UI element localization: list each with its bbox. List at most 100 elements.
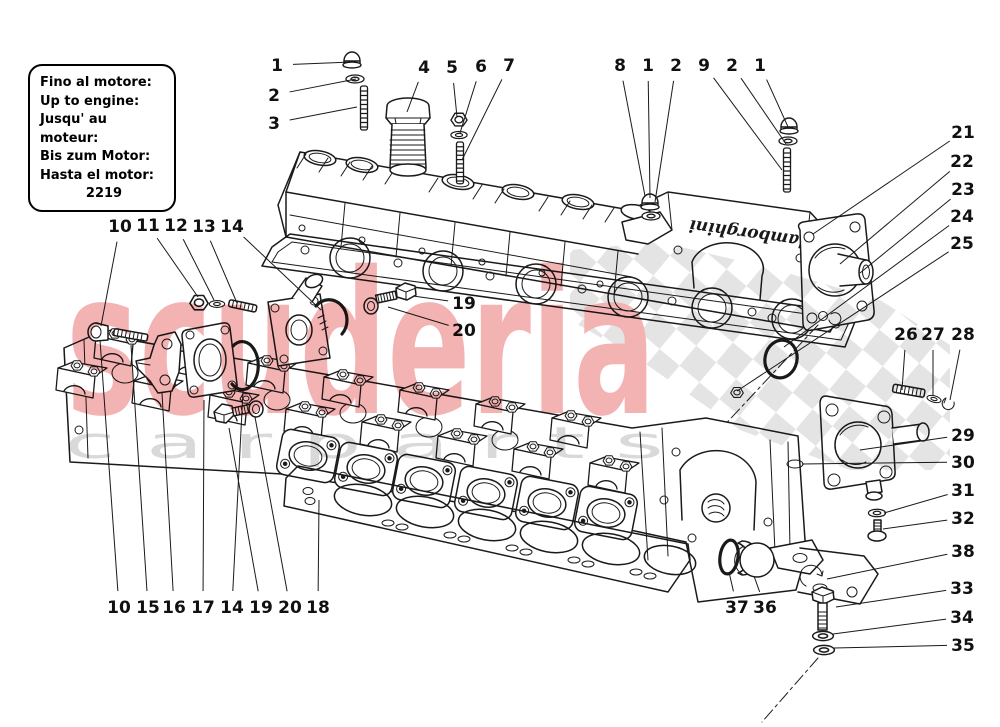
retaining-clip-38 bbox=[799, 564, 824, 587]
callout-3: 3 bbox=[268, 114, 280, 134]
callout-7: 7 bbox=[503, 56, 515, 76]
callout-19: 19 bbox=[249, 598, 273, 618]
callout-11: 11 bbox=[136, 216, 160, 236]
leader-line-6 bbox=[459, 81, 477, 134]
info-line-italian: Fino al motore: bbox=[40, 75, 152, 90]
callout-31: 31 bbox=[951, 481, 975, 501]
callout-24: 24 bbox=[950, 207, 974, 227]
callout-14: 14 bbox=[220, 598, 244, 618]
watermark: scuderia c a r p a r t s bbox=[64, 229, 950, 470]
callout-2: 2 bbox=[670, 56, 682, 76]
leader-line-17 bbox=[202, 399, 205, 592]
watermark-brand: scuderia bbox=[66, 229, 656, 460]
leader-line-2 bbox=[740, 77, 787, 145]
leader-line-11 bbox=[156, 237, 199, 298]
leader-line-8 bbox=[622, 80, 646, 197]
bolt-19-upper bbox=[363, 282, 417, 315]
callout-20: 20 bbox=[278, 598, 302, 618]
callout-12: 12 bbox=[164, 216, 188, 236]
callout-35: 35 bbox=[951, 636, 975, 656]
head-gasket bbox=[283, 465, 879, 605]
top-hardware bbox=[342, 51, 799, 193]
info-line-english: Up to engine: bbox=[40, 93, 140, 109]
leader-line-2 bbox=[654, 80, 675, 203]
leader-line-1 bbox=[766, 79, 790, 130]
o-ring-14 bbox=[230, 340, 260, 392]
leader-line-7 bbox=[461, 79, 503, 161]
callout-23: 23 bbox=[951, 180, 975, 200]
leader-line-1 bbox=[647, 80, 651, 199]
leader-line-12 bbox=[182, 239, 215, 301]
leader-line-14 bbox=[232, 390, 244, 592]
leader-line-2 bbox=[289, 78, 357, 93]
small-bolt-32 bbox=[867, 519, 887, 542]
callout-32: 32 bbox=[951, 509, 975, 529]
callout-29: 29 bbox=[951, 426, 975, 446]
leader-line-23 bbox=[859, 198, 951, 274]
leader-line-35 bbox=[833, 644, 948, 649]
leader-line-28 bbox=[949, 349, 961, 401]
callout-layer: 1234567812921212223242526272829303132383… bbox=[99, 56, 975, 656]
info-line-german: Bis zum Motor: bbox=[40, 149, 151, 164]
callout-33: 33 bbox=[950, 579, 974, 599]
leader-line-20 bbox=[387, 306, 449, 326]
callout-5: 5 bbox=[446, 58, 458, 78]
leader-line-20 bbox=[254, 416, 288, 592]
leader-line-19 bbox=[412, 295, 449, 302]
callout-1: 1 bbox=[271, 56, 283, 76]
cam-plug-group bbox=[718, 538, 824, 587]
callout-2: 2 bbox=[726, 56, 738, 76]
callout-19: 19 bbox=[452, 294, 476, 314]
leader-line-33 bbox=[835, 589, 947, 608]
leader-line-38 bbox=[826, 553, 948, 580]
leader-line-9 bbox=[713, 77, 783, 171]
oil-filler-neck bbox=[385, 97, 431, 177]
info-line-spanish: Hasta el motor: bbox=[40, 167, 154, 183]
callout-10: 10 bbox=[107, 598, 131, 618]
bolt-19-lower bbox=[213, 400, 264, 424]
leader-line-21 bbox=[812, 140, 951, 235]
callout-34: 34 bbox=[950, 608, 974, 628]
water-neck-cover bbox=[267, 273, 349, 367]
leader-line-32 bbox=[882, 519, 948, 530]
callout-14: 14 bbox=[220, 217, 244, 237]
leader-line-15 bbox=[130, 344, 148, 592]
leader-line-14 bbox=[243, 236, 322, 311]
callout-1: 1 bbox=[754, 56, 766, 76]
callout-30: 30 bbox=[951, 453, 975, 473]
callout-8: 8 bbox=[614, 56, 626, 76]
callout-20: 20 bbox=[452, 321, 476, 341]
callout-18: 18 bbox=[306, 598, 330, 618]
callout-36: 36 bbox=[753, 598, 777, 618]
callout-16: 16 bbox=[162, 598, 186, 618]
callout-10: 10 bbox=[108, 217, 132, 237]
callout-21: 21 bbox=[951, 123, 975, 143]
callout-9: 9 bbox=[698, 56, 710, 76]
leader-line-16 bbox=[161, 392, 174, 592]
callout-22: 22 bbox=[950, 152, 974, 172]
leader-line-1 bbox=[292, 61, 353, 65]
leader-line-10 bbox=[99, 339, 119, 592]
engine-number-value: 2219 bbox=[85, 186, 123, 201]
side-cover-17 bbox=[181, 322, 238, 398]
leader-line-36 bbox=[753, 575, 761, 593]
callout-28: 28 bbox=[951, 325, 975, 345]
leader-line-37 bbox=[728, 571, 734, 592]
leader-line-19 bbox=[228, 427, 259, 592]
leader-line-10 bbox=[100, 241, 118, 327]
left-hardware bbox=[87, 294, 264, 424]
callout-13: 13 bbox=[192, 217, 216, 237]
callout-17: 17 bbox=[191, 598, 215, 618]
info-line-french: Jusqu' au moteur: bbox=[40, 112, 107, 146]
callout-37: 37 bbox=[725, 598, 749, 618]
callout-2: 2 bbox=[268, 86, 280, 106]
leader-line-4 bbox=[406, 81, 419, 113]
leader-line-18 bbox=[317, 499, 320, 592]
callout-6: 6 bbox=[475, 57, 487, 77]
engine-number-info-box: Fino al motore: Up to engine: Jusqu' au … bbox=[28, 64, 176, 212]
leader-line-34 bbox=[832, 618, 947, 635]
watermark-subtitle: c a r p a r t s bbox=[64, 418, 664, 469]
checkered-flag bbox=[570, 242, 950, 470]
